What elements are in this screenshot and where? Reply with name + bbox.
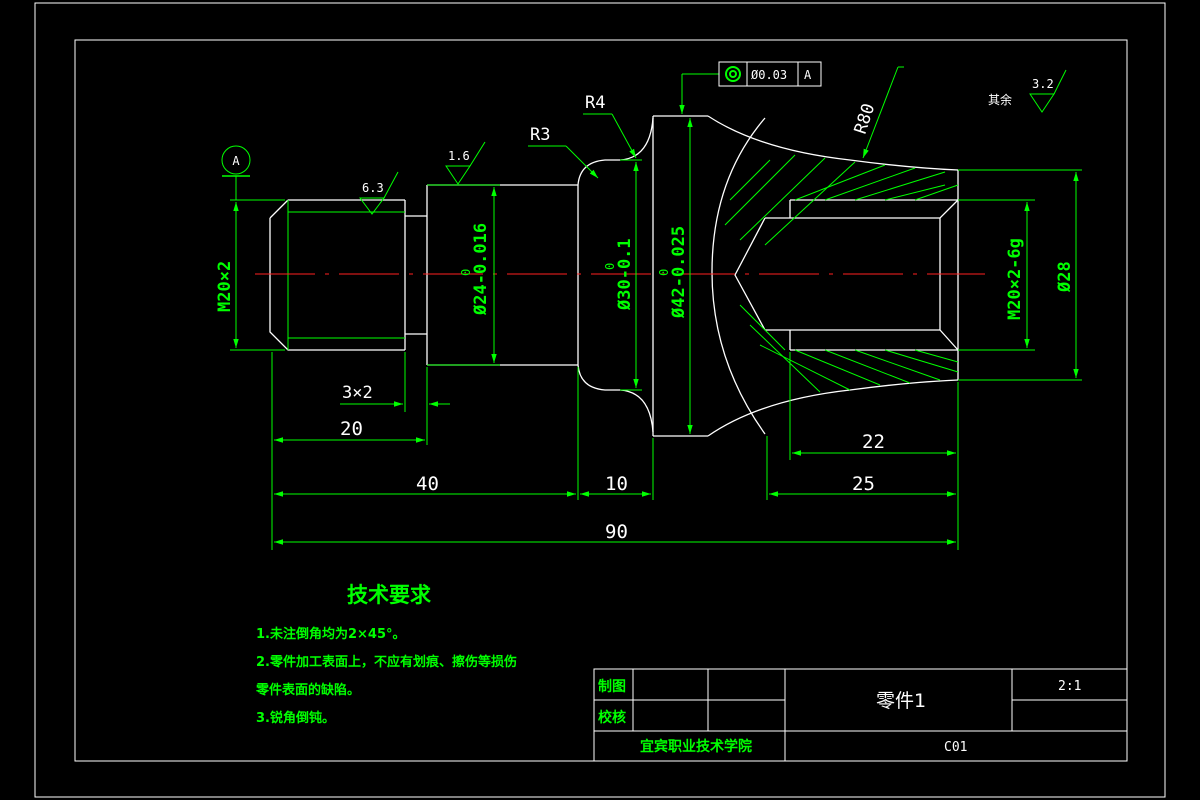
dim-thread-right: M20×2-6g — [1005, 238, 1025, 320]
dim-dia-24: Ø24-0.016 — [471, 223, 491, 316]
dim-radius-r4: R4 — [585, 93, 605, 113]
dim-len-40: 40 — [416, 473, 439, 495]
dimension-texts: M20×2 Ø24-0.016 0 Ø30-0.1 0 Ø42-0.025 0 … — [215, 77, 1075, 543]
dim-dia-28: Ø28 — [1055, 261, 1075, 293]
notes-item-2: 2.零件加工表面上，不应有划痕、擦伤等损伤 — [256, 654, 517, 670]
dim-len-90: 90 — [605, 521, 628, 543]
notes-title: 技术要求 — [347, 583, 431, 607]
dim-radius-r80: R80 — [851, 101, 880, 136]
part-outline — [269, 115, 959, 437]
tolerance-value: Ø0.03 — [751, 68, 787, 82]
roughness-rest-label: 其余 — [988, 92, 1012, 107]
dim-groove: 3×2 — [342, 383, 373, 403]
dim-dia-30-upper: 0 — [603, 263, 617, 270]
dim-dia-42-upper: 0 — [657, 269, 671, 276]
dim-thread-left: M20×2 — [215, 261, 235, 312]
section-hatch — [724, 154, 959, 393]
dim-dia-42: Ø42-0.025 — [669, 226, 689, 319]
roughness-6-3: 6.3 — [362, 181, 384, 195]
datum-a-symbol: A — [221, 145, 251, 177]
dim-len-25: 25 — [852, 473, 875, 495]
roughness-1-6: 1.6 — [448, 149, 470, 163]
tb-checked-label: 校核 — [598, 709, 626, 726]
notes-item-4: 3.锐角倒钝。 — [256, 710, 335, 726]
notes-item-3: 零件表面的缺陷。 — [255, 682, 360, 698]
dim-len-20: 20 — [340, 418, 363, 440]
sheet-outer-border — [34, 2, 1166, 798]
technical-notes: 技术要求 1.未注倒角均为2×45°。 2.零件加工表面上，不应有划痕、擦伤等损… — [255, 583, 517, 726]
tb-school: 宜宾职业技术学院 — [640, 738, 752, 755]
title-block-texts: 制图 校核 零件1 2:1 宜宾职业技术学院 C01 — [598, 678, 1081, 755]
datum-a-label: A — [232, 154, 240, 168]
tb-code: C01 — [944, 740, 967, 755]
tolerance-datum: A — [804, 68, 812, 82]
roughness-3-2: 3.2 — [1032, 77, 1054, 91]
title-block — [593, 668, 1128, 762]
dim-len-22: 22 — [862, 431, 885, 453]
tolerance-frame: Ø0.03 A — [718, 61, 822, 87]
notes-item-1: 1.未注倒角均为2×45°。 — [256, 626, 406, 642]
dim-len-10: 10 — [605, 473, 628, 495]
tb-drawn-label: 制图 — [598, 678, 626, 695]
tb-part-name: 零件1 — [876, 690, 926, 712]
concentricity-icon — [725, 66, 741, 82]
dim-dia-24-upper: 0 — [459, 269, 473, 276]
dimension-lines — [230, 66, 1082, 550]
thread-lines — [287, 200, 405, 350]
dim-dia-30: Ø30-0.1 — [615, 238, 635, 311]
sheet-inner-border — [74, 39, 1128, 762]
tb-scale: 2:1 — [1058, 679, 1081, 694]
dim-radius-r3: R3 — [530, 125, 550, 145]
